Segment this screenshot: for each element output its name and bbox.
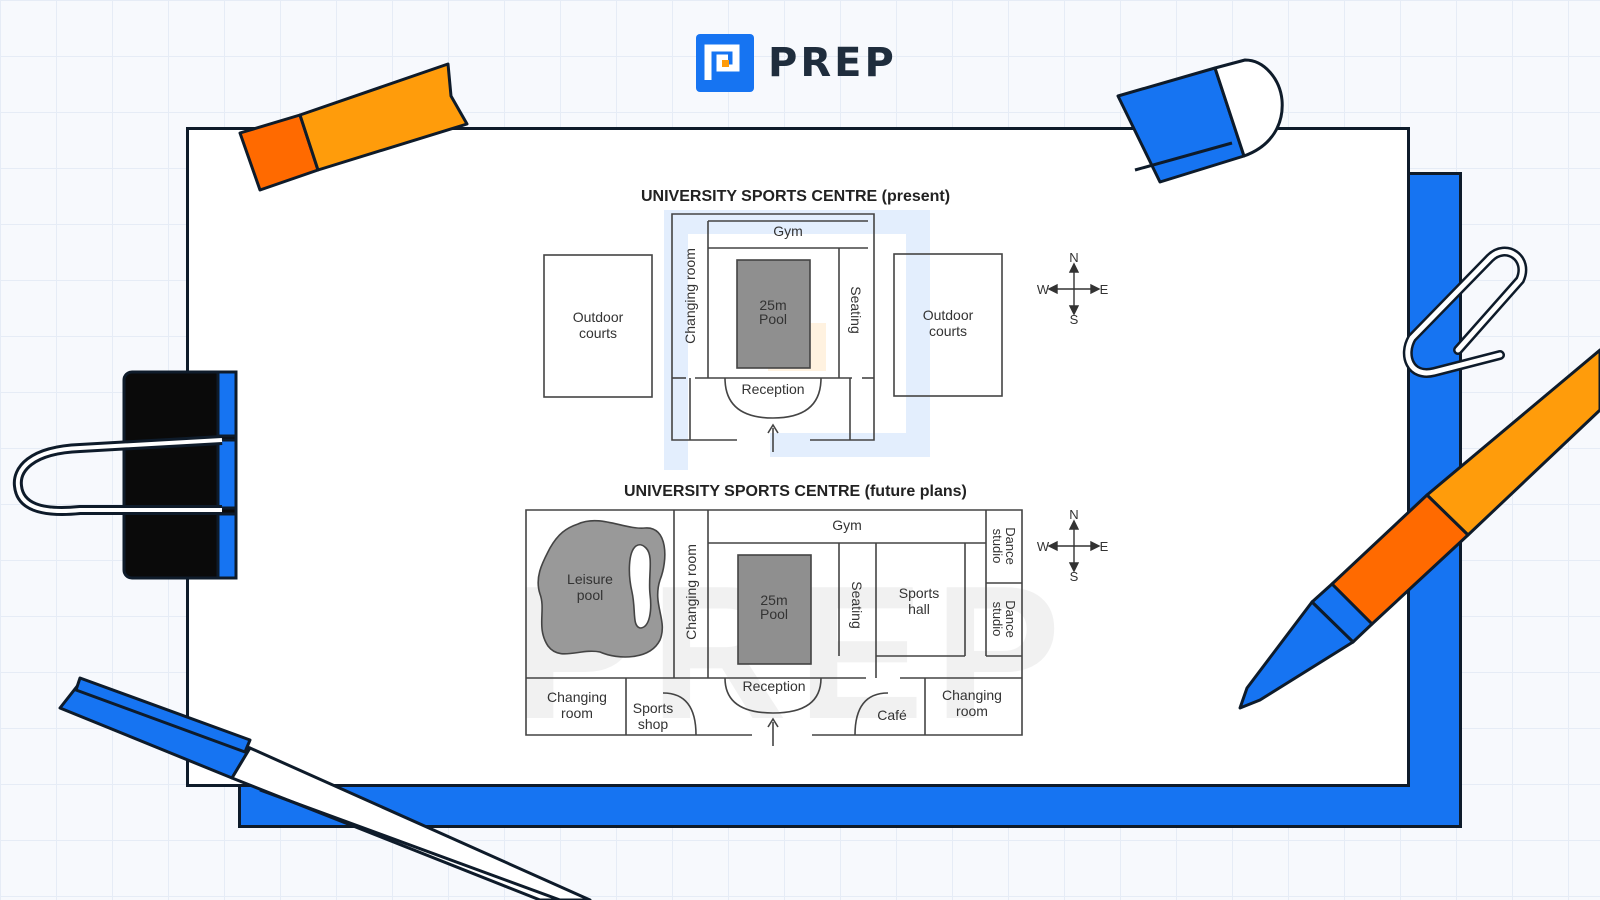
compass-s-present: S	[1070, 312, 1079, 327]
prep-logo-icon	[696, 34, 754, 92]
future-seating-label: Seating	[849, 581, 865, 628]
outdoor-courts-east-label-1: Outdoor	[923, 307, 974, 323]
present-labels: Gym Changing room 25m Pool Seating Recep…	[573, 223, 974, 397]
present-pool-label-2: Pool	[759, 311, 787, 327]
present-map-title: UNIVERSITY SPORTS CENTRE (present)	[641, 188, 951, 205]
cafe-door-arc	[854, 692, 889, 736]
sports-shop-label-1: Sports	[633, 700, 673, 716]
future-building-outline	[525, 509, 1023, 736]
pool-25m-future	[737, 554, 812, 665]
leisure-pool-label-1: Leisure	[567, 571, 613, 587]
future-labels: Gym Changing room 25m Pool Seating Sport…	[547, 517, 1018, 732]
future-gym-label: Gym	[832, 517, 862, 533]
eraser	[1116, 58, 1284, 184]
outdoor-courts-west	[543, 254, 653, 398]
compass-e-future: E	[1100, 539, 1109, 554]
sports-hall-label-2: hall	[908, 601, 930, 617]
changing-room-se-label-1: Changing	[942, 687, 1002, 703]
sports-shop-door-arc	[662, 692, 697, 736]
present-building-outline	[671, 213, 875, 441]
present-reception-label: Reception	[741, 381, 804, 397]
compass-rose-future	[1047, 519, 1101, 573]
present-seating-label: Seating	[848, 286, 864, 333]
compass-rose-present	[1047, 262, 1101, 316]
future-map	[525, 509, 1023, 746]
future-pool-label-1: 25m	[760, 592, 787, 608]
future-pool-label-2: Pool	[760, 606, 788, 622]
dance-studio-bottom-label-2: studio	[990, 602, 1005, 637]
dance-studio-top-label-2: studio	[990, 529, 1005, 564]
sports-shop-label-2: shop	[638, 716, 669, 732]
outdoor-courts-east	[893, 253, 1003, 397]
present-map	[543, 213, 1003, 452]
blue-pen	[58, 676, 592, 900]
paper-clip	[1402, 246, 1528, 378]
pool-25m-present	[736, 259, 811, 369]
washi-tape	[238, 62, 469, 192]
prep-logo: PREP	[696, 34, 897, 92]
outdoor-courts-east-label-2: courts	[929, 323, 967, 339]
future-map-title: UNIVERSITY SPORTS CENTRE (future plans)	[624, 483, 967, 500]
outdoor-courts-west-label-2: courts	[579, 325, 617, 341]
changing-room-sw-label-2: room	[561, 705, 593, 721]
future-changing-room-label: Changing room	[683, 544, 699, 640]
present-pool-label-1: 25m	[759, 297, 786, 313]
binder-clip	[12, 370, 238, 580]
compass-w-future: W	[1037, 539, 1050, 554]
compass-w-present: W	[1037, 282, 1050, 297]
compass-n-future: N	[1069, 507, 1078, 522]
map-paper	[186, 127, 1410, 787]
present-changing-room-label: Changing room	[682, 248, 698, 344]
paper-clip-inner	[1405, 249, 1525, 376]
dance-studio-bottom-label-1: Dance	[1003, 600, 1018, 638]
outdoor-courts-west-label-1: Outdoor	[573, 309, 624, 325]
orange-pen	[1238, 348, 1600, 710]
compass-s-future: S	[1070, 569, 1079, 584]
leisure-pool-label-2: pool	[577, 587, 603, 603]
compass-n-present: N	[1069, 250, 1078, 265]
sports-hall-label-1: Sports	[899, 585, 939, 601]
future-reception-label: Reception	[742, 678, 805, 694]
compass-e-present: E	[1100, 282, 1109, 297]
cafe-label: Café	[877, 707, 907, 723]
prep-logo-text: PREP	[768, 40, 897, 86]
leisure-pool-shape	[537, 519, 666, 658]
reception-desk-present	[724, 377, 822, 419]
changing-room-sw-label-1: Changing	[547, 689, 607, 705]
changing-room-se-label-2: room	[956, 703, 988, 719]
present-gym-label: Gym	[773, 223, 803, 239]
dance-studio-top-label-1: Dance	[1003, 527, 1018, 565]
reception-desk-future	[724, 677, 822, 714]
